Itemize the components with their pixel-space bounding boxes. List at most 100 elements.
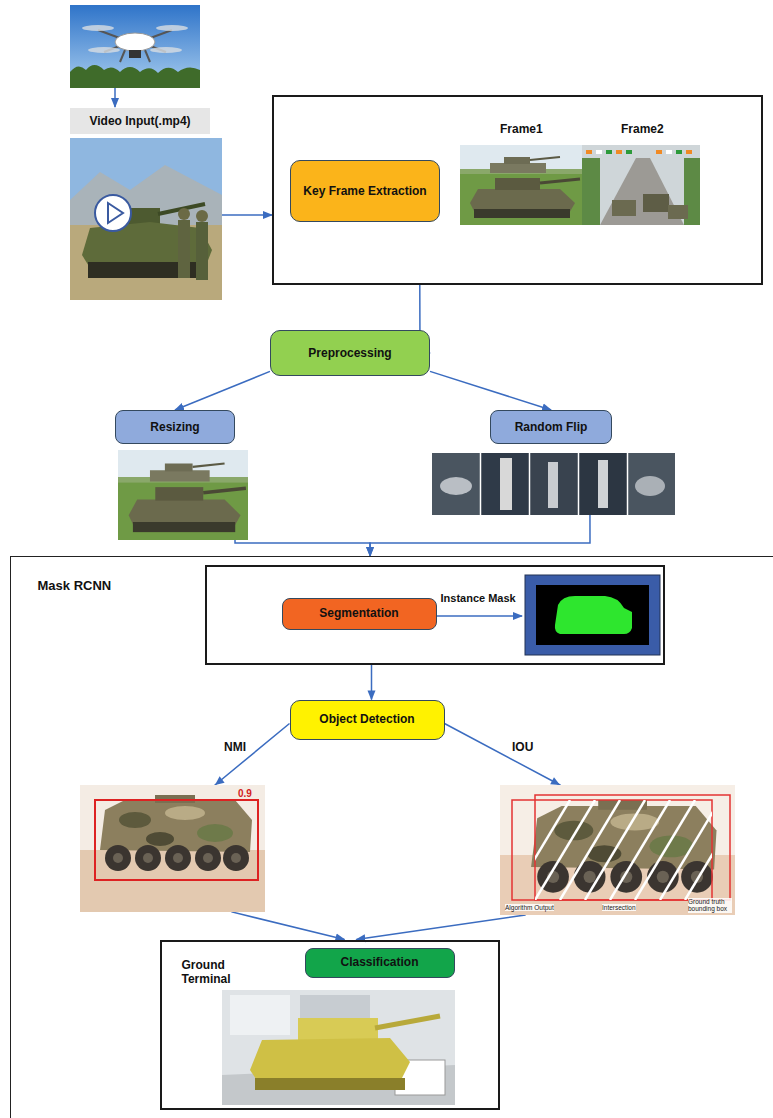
parade-photo	[656, 150, 662, 154]
drone-photo	[70, 5, 200, 88]
text-holder: Preprocessing	[308, 346, 391, 360]
flip-tiles	[529, 453, 531, 515]
video-thumbnail	[178, 208, 190, 220]
classification-image	[375, 1016, 440, 1028]
parade-photo	[616, 150, 622, 154]
classification-image	[222, 990, 455, 1105]
drone-photo	[129, 50, 141, 58]
video-thumbnail	[82, 222, 212, 268]
image-caption: Algorithm Output	[505, 904, 554, 911]
flip-tiles	[432, 453, 480, 515]
flip-tiles	[530, 453, 578, 515]
text-holder: Random Flip	[490, 410, 612, 444]
text-holder: Classification	[340, 955, 418, 969]
resized-photo	[118, 450, 248, 540]
panel-heading: Ground Terminal	[182, 958, 246, 987]
segmentation-panel: Segmentation Instance Mask	[205, 565, 665, 665]
video-thumbnail	[178, 220, 190, 278]
panel-heading: Mask RCNN	[38, 578, 112, 594]
video-thumbnail	[95, 195, 131, 231]
nmi-result-image	[80, 785, 265, 912]
flow-arrow	[235, 540, 370, 556]
parade-photo	[626, 150, 632, 154]
flip-tiles	[481, 453, 529, 515]
drone-photo	[70, 65, 200, 88]
panel-heading: Instance Mask	[441, 592, 516, 605]
arrow-head	[550, 777, 560, 785]
parade-photo	[643, 194, 669, 212]
parade-photo	[612, 200, 636, 216]
flip-tiles	[440, 477, 472, 495]
flip-tiles	[627, 453, 629, 515]
parade-photo	[582, 158, 600, 225]
parade-photo	[668, 205, 688, 219]
classification-image	[255, 1078, 405, 1090]
text-holder: Segmentation	[319, 606, 398, 620]
text-holder: Algorithm Output	[505, 904, 554, 911]
drone-photo	[115, 33, 155, 51]
text-holder: Frame1	[500, 122, 543, 136]
video-thumbnail	[108, 203, 123, 223]
box-label: Preprocessing	[308, 346, 391, 360]
parade-photo	[586, 150, 592, 154]
flip-tiles	[500, 458, 512, 510]
process-box: Key Frame Extraction	[290, 160, 440, 222]
flip-tiles	[432, 453, 675, 515]
classification-image	[222, 990, 455, 1105]
process-box: Segmentation	[282, 598, 437, 630]
ground-terminal-panel: Classification Ground Terminal	[160, 940, 500, 1110]
iou-result-image	[660, 800, 712, 900]
box-label: Segmentation	[319, 606, 398, 620]
panel-heading: Frame1	[500, 122, 543, 136]
drone-photo	[70, 5, 200, 88]
score-label: 0.9	[238, 788, 252, 800]
drone-photo	[98, 30, 172, 62]
flip-tiles	[578, 453, 580, 515]
box-label: Resizing	[115, 410, 235, 444]
iou-result-image	[635, 800, 695, 900]
text-holder: Instance Mask	[441, 592, 516, 605]
text-holder: Object Detection	[319, 712, 414, 726]
iou-result-image	[500, 785, 745, 915]
box-label: Random Flip	[490, 410, 612, 444]
text-holder: Ground Terminal	[182, 958, 246, 987]
text-holder: Frame2	[621, 122, 664, 136]
process-box: Classification	[305, 948, 455, 978]
image-caption: Ground truth bounding box	[688, 898, 732, 913]
drone-photo	[145, 50, 150, 62]
process-box: Preprocessing	[270, 330, 430, 376]
video-thumbnail	[70, 165, 222, 230]
instance-mask-image	[555, 596, 632, 634]
flow-arrow	[430, 371, 551, 410]
edge-label: IOU	[510, 740, 535, 754]
drone-photo	[82, 25, 114, 31]
parade-photo	[582, 145, 700, 225]
flip-tiles	[579, 453, 627, 515]
parade-photo	[596, 150, 602, 154]
flow-arrow	[222, 214, 272, 216]
iou-result-image	[535, 800, 712, 900]
iou-result-image	[610, 800, 670, 900]
key-frame-panel: Key Frame Extraction Frame1 Frame2	[272, 95, 763, 285]
flow-arrow	[370, 515, 590, 556]
iou-result-image	[512, 800, 712, 900]
drone-photo	[88, 47, 120, 53]
video-thumbnail	[196, 222, 208, 280]
panel-heading: Frame2	[621, 122, 664, 136]
text-holder: Mask RCNN	[38, 578, 112, 594]
mask-rcnn-panel: Segmentation Instance MaskObject Detectio…	[10, 556, 773, 1118]
video-thumbnail	[70, 138, 222, 300]
step-group: Resizing	[115, 410, 250, 540]
text-holder: Key Frame Extraction	[303, 184, 426, 198]
flip-tiles	[432, 453, 675, 515]
box-label: Video Input(.mp4)	[70, 108, 210, 134]
text-holder: NMI	[222, 740, 248, 754]
drone-photo	[120, 50, 125, 62]
flip-tiles	[548, 462, 558, 508]
parade-photo	[686, 150, 692, 154]
flip-tiles	[635, 476, 665, 496]
frame-photo	[460, 145, 582, 225]
edge-label: NMI	[222, 740, 248, 754]
parade-photo	[606, 150, 612, 154]
